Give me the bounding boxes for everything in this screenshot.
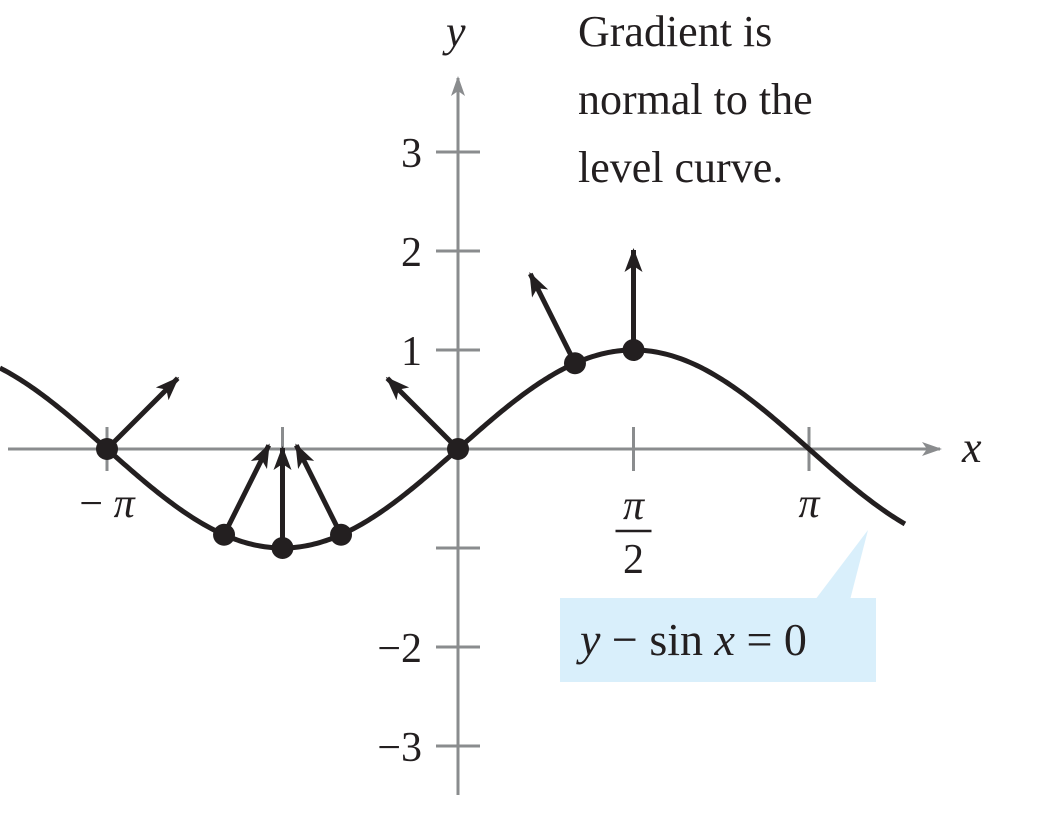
fraction-denominator: 2 <box>623 537 644 583</box>
axes: x y <box>8 7 982 795</box>
curve-point-0 <box>96 438 119 461</box>
callout-pointer <box>815 530 868 600</box>
curve-point-1 <box>213 523 236 546</box>
gradient-vectors <box>96 248 645 559</box>
gradient-arrow-3 <box>294 443 344 536</box>
annotation-line-3: level curve. <box>578 143 783 192</box>
x-tick-fraction-label: π2 <box>615 483 652 583</box>
annotation-line-2: normal to the <box>578 75 813 124</box>
y-tick-label: −2 <box>377 626 422 672</box>
curve-point-2 <box>271 537 294 559</box>
gradient-arrow-1 <box>221 443 272 536</box>
y-tick-label: 3 <box>401 131 422 177</box>
curve-point-6 <box>622 339 645 361</box>
gradient-arrow-0 <box>105 376 180 451</box>
curve-point-3 <box>330 523 353 546</box>
y-tick-label: −3 <box>377 725 422 771</box>
y-axis-label: y <box>442 7 466 56</box>
x-axis-label: x <box>961 423 982 472</box>
gradient-arrow-4 <box>385 376 460 451</box>
y-tick-label: 1 <box>401 329 422 375</box>
y-tick-label: 2 <box>401 230 422 276</box>
equation-text: y − sin x = 0 <box>576 614 807 665</box>
x-tick-label: − π <box>79 481 135 527</box>
equation-callout: y − sin x = 0 <box>560 530 876 682</box>
annotation: Gradient is normal to the level curve. <box>578 7 813 192</box>
gradient-arrow-5 <box>528 272 578 365</box>
annotation-line-1: Gradient is <box>578 7 772 56</box>
equation-box <box>560 598 876 682</box>
curve-point-4 <box>447 438 469 460</box>
fraction-numerator: π <box>623 483 645 529</box>
curve-point-5 <box>563 352 586 375</box>
x-tick-label: π <box>798 481 820 527</box>
